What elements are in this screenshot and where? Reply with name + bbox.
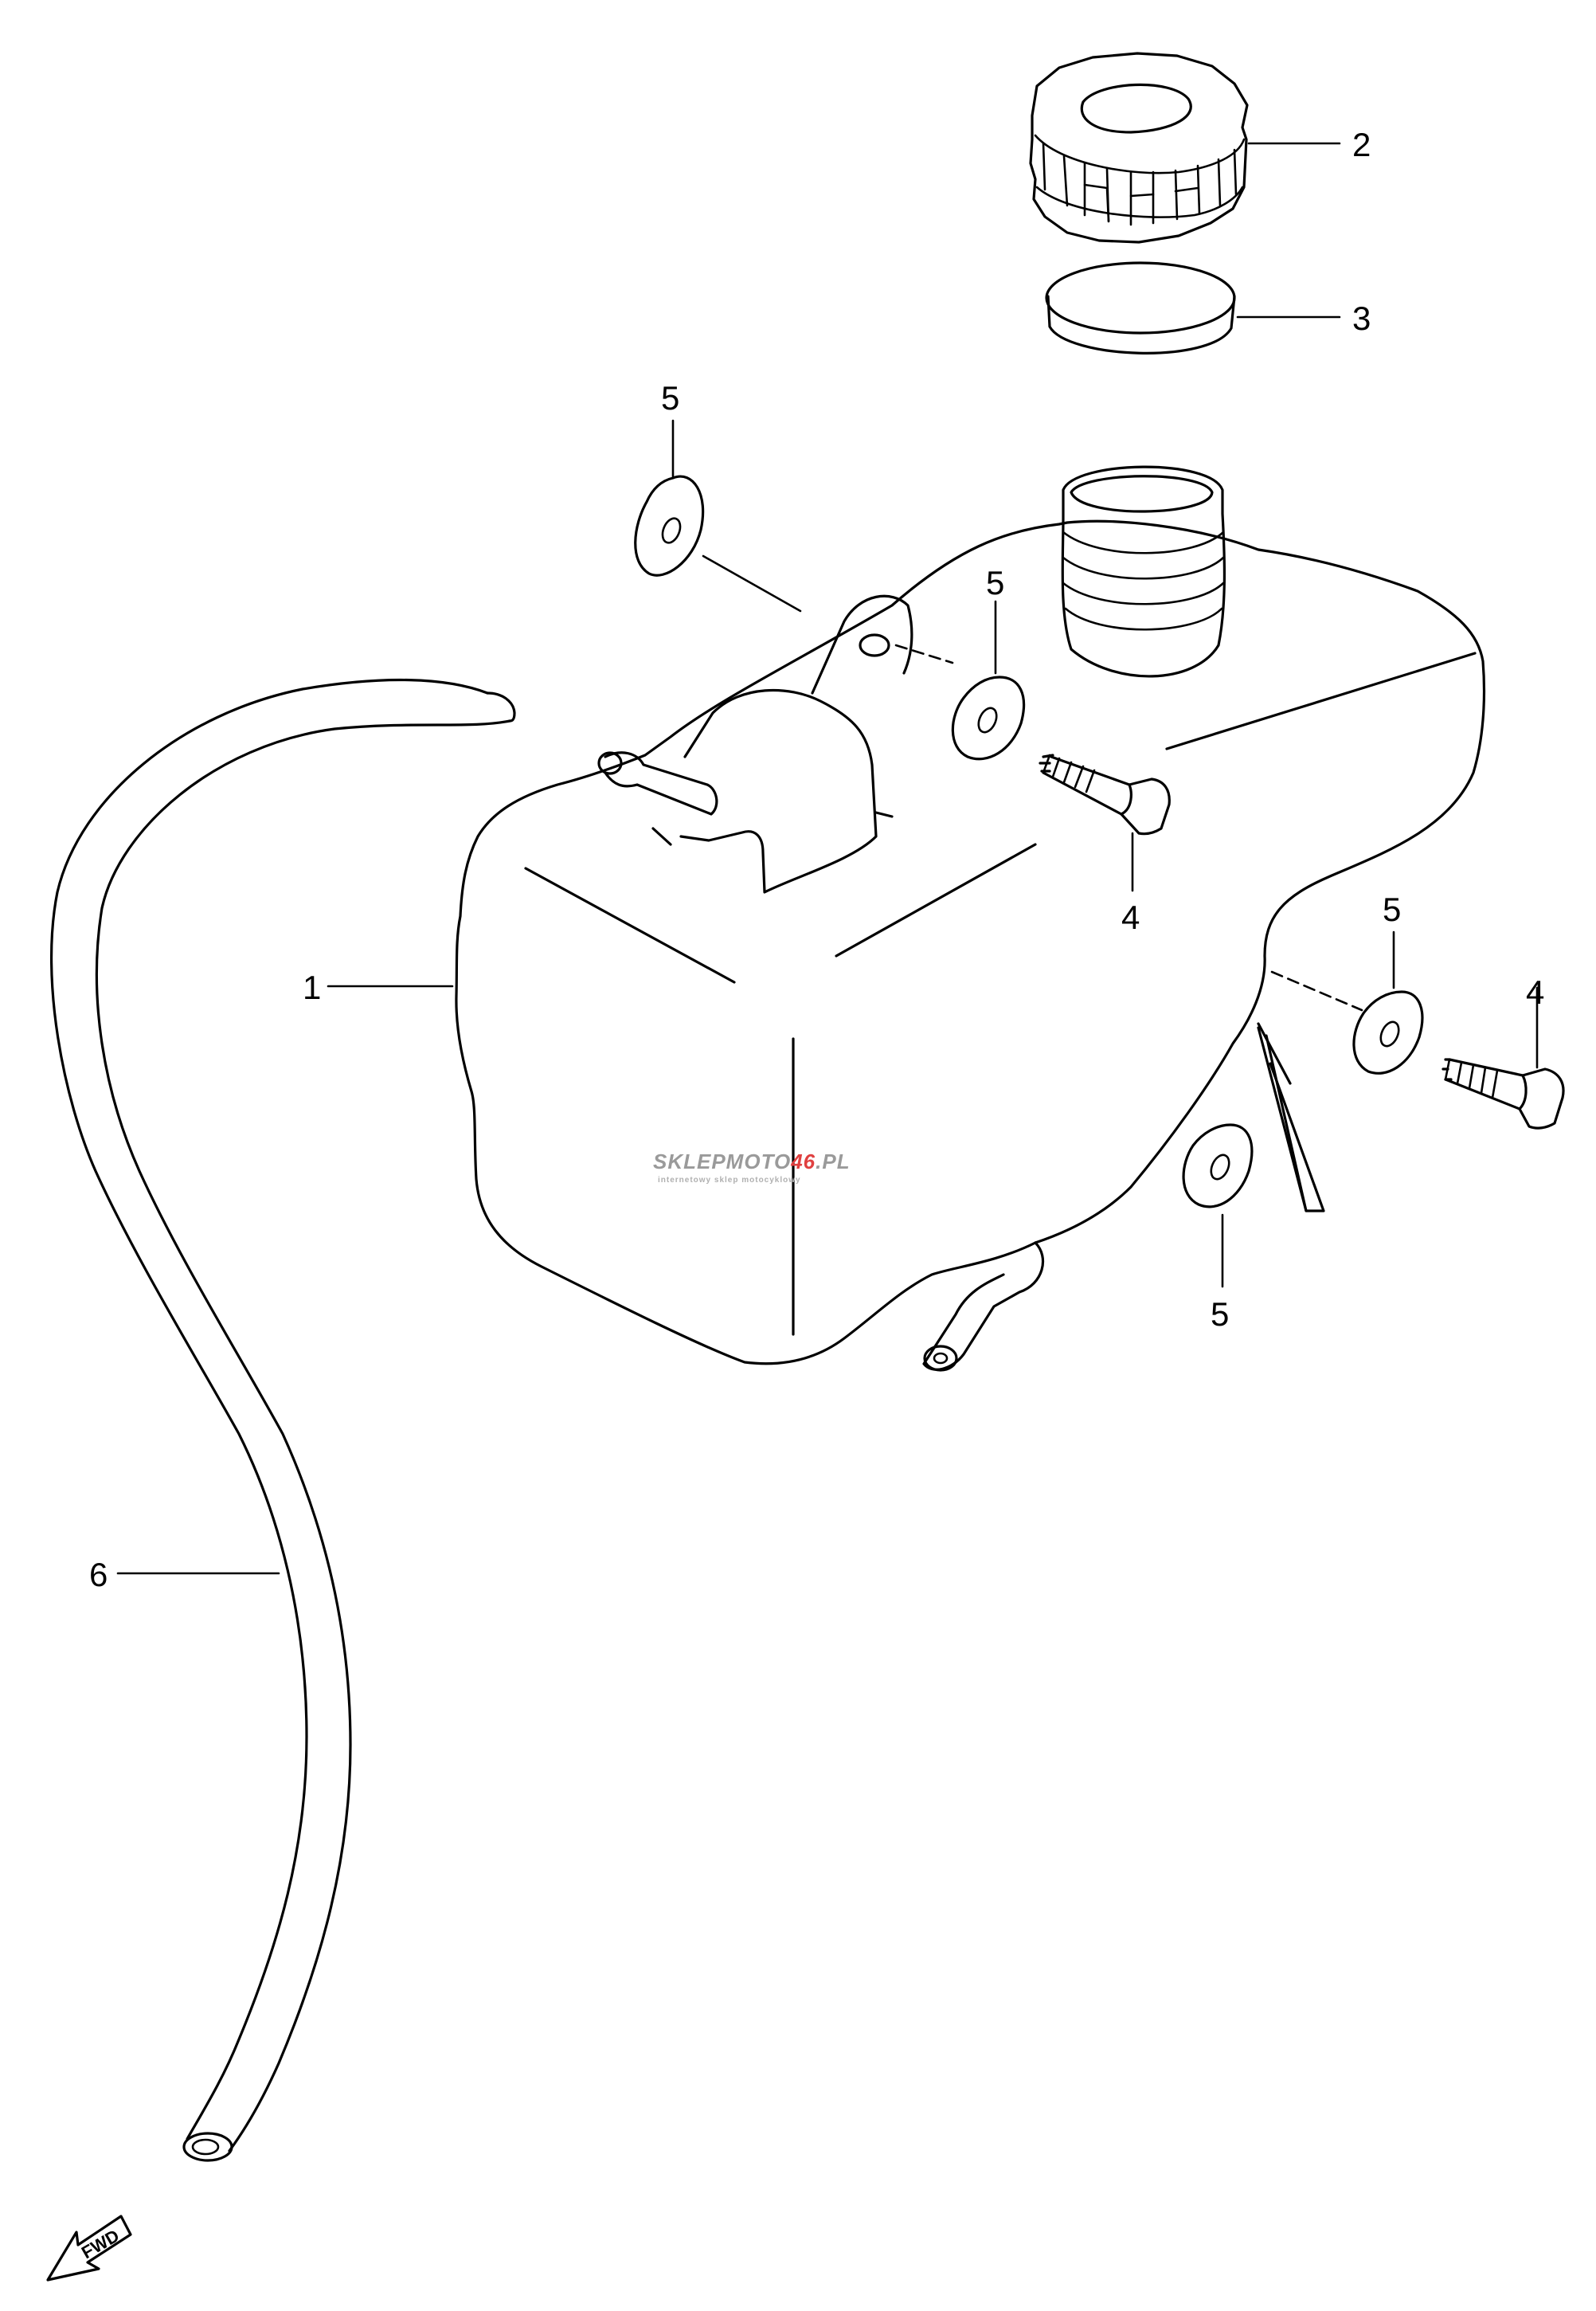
washer-b	[951, 676, 1026, 761]
watermark-number: 46	[790, 1150, 816, 1173]
callout-1: 1	[303, 969, 321, 1006]
reservoir-cap	[1029, 52, 1249, 244]
callout-6: 6	[89, 1556, 108, 1593]
callout-4-upper: 4	[1121, 899, 1140, 936]
watermark-brand: SKLEPMOTO	[653, 1150, 791, 1173]
callout-2: 2	[1352, 126, 1371, 163]
watermark-tagline: internetowy sklep motocyklowy	[658, 1176, 801, 1185]
watermark-logo: SKLEPMOTO46.PL internetowy sklep motocyk…	[653, 1150, 851, 1185]
watermark-domain: .PL	[816, 1150, 850, 1173]
bolt-upper	[1039, 754, 1171, 836]
reservoir-tank	[455, 465, 1486, 1372]
callout-3: 3	[1352, 300, 1371, 337]
svg-text:SKLEPMOTO46.PL: SKLEPMOTO46.PL	[653, 1150, 851, 1173]
callout-5-right: 5	[1383, 891, 1401, 928]
bolt-lower	[1441, 1058, 1565, 1130]
washer-d	[1182, 1123, 1254, 1208]
washer-a	[634, 475, 705, 577]
callout-5-top: 5	[986, 564, 1004, 601]
callout-4-lower: 4	[1526, 973, 1544, 1011]
overflow-hose	[49, 678, 516, 2162]
callout-5-bottom: 5	[1211, 1295, 1229, 1333]
forward-arrow-icon: FWD	[46, 2215, 132, 2282]
washer-c	[1352, 990, 1424, 1075]
cap-seal	[1045, 261, 1236, 354]
leader-lines	[116, 142, 1539, 1575]
callout-5-top-left: 5	[661, 379, 679, 417]
